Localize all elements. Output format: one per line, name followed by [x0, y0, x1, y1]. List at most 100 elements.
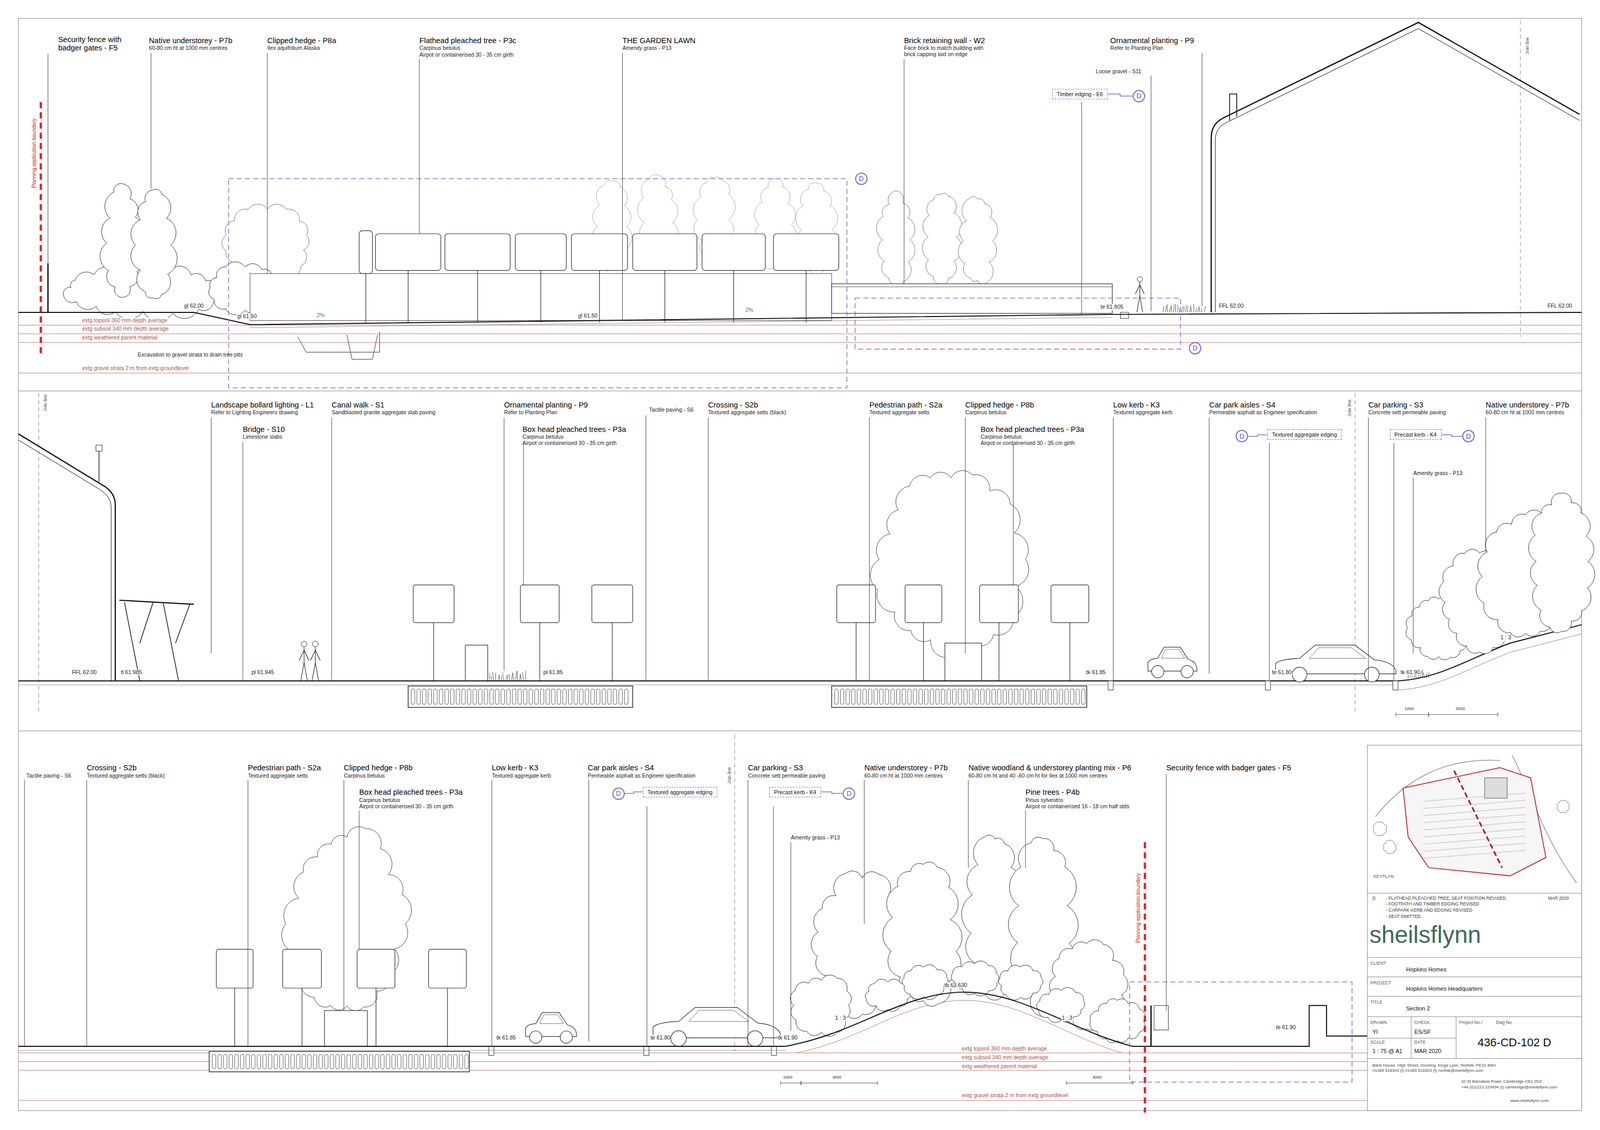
- callout-box: Textured aggregate edging: [643, 787, 718, 798]
- kerb: [1108, 680, 1114, 691]
- crate-cell: [307, 1054, 312, 1069]
- leader-line: [418, 59, 420, 234]
- callout-heading: Brick retaining wall - W2: [903, 36, 986, 46]
- crate-cell: [868, 689, 873, 705]
- dimension-label: 3000: [831, 1075, 843, 1081]
- crate-cell: [324, 1054, 329, 1069]
- box-head-tree-canopy: [592, 584, 634, 623]
- leader-line: [863, 779, 865, 924]
- title-field: CLIENT: [1370, 961, 1386, 966]
- callout-note: Pinus sylvestris: [1025, 797, 1064, 804]
- leader-line: [47, 54, 49, 264]
- dimension-tick: [1066, 1081, 1067, 1086]
- callout-heading: Low kerb - K3: [491, 764, 539, 773]
- level-annotation: pl 61.945: [251, 669, 275, 676]
- level-annotation: FFL 62.00: [1218, 303, 1244, 310]
- crate-cell: [374, 1054, 379, 1069]
- car-wheel: [1292, 667, 1307, 683]
- understorey-planting: [951, 961, 1000, 996]
- crate-cell: [613, 689, 618, 705]
- crate-cell: [529, 689, 533, 705]
- callout-note: Textured aggregate setts: [247, 772, 309, 780]
- address-text: 01485 518304 (t) 01485 518303 (f) norfol…: [1372, 1068, 1484, 1074]
- title-value: MAR 2020: [1414, 1047, 1442, 1055]
- soil-label: extg weathered parent material: [81, 334, 159, 342]
- callout-note: Carpinus betulus: [344, 772, 386, 780]
- crate-cell: [358, 1054, 362, 1069]
- level-annotation: FFL 62.00: [1546, 303, 1573, 310]
- revision-marker: D: [1188, 342, 1202, 355]
- soil-label: extg subsoil 340 mm depth average: [961, 1054, 1049, 1061]
- leader-line: [358, 810, 360, 950]
- callout-note: Tactile paving - S6: [26, 772, 72, 780]
- person-figure: [310, 647, 321, 681]
- crate-cell: [229, 1054, 233, 1069]
- ground-line: [18, 312, 1582, 325]
- paving-buildup: [18, 1050, 786, 1051]
- background-tree: [958, 196, 998, 285]
- box-head-tree-canopy: [216, 949, 254, 989]
- revision-note: - FOOTPATH AND TIMBER EDGING REVISED: [1385, 901, 1480, 907]
- crate-cell: [1064, 689, 1069, 705]
- keyplan-parking-row: [1423, 829, 1526, 838]
- car-wheel: [560, 1031, 573, 1044]
- understorey-planting: [998, 965, 1043, 1001]
- dimension-tick: [800, 1081, 802, 1086]
- title-field: PROJECT: [1370, 980, 1392, 986]
- person-figure: [299, 647, 310, 681]
- callout-note: 60-80 cm ht at 1000 mm centres: [149, 45, 228, 52]
- callout-heading: Crossing - S2b: [707, 401, 758, 410]
- car-window: [1309, 647, 1367, 659]
- edge-connector: [624, 792, 644, 794]
- title-rule: [1367, 1058, 1582, 1059]
- keyplan-parking-row: [1423, 821, 1526, 831]
- crate-cell: [408, 1054, 413, 1069]
- callout-note: Loose gravel - S11: [1095, 68, 1142, 75]
- kerb: [1393, 680, 1399, 691]
- callout-note: Face brick to match building with brick …: [903, 45, 991, 58]
- dimension-tick: [877, 1081, 878, 1086]
- tree-stem: [998, 622, 1000, 681]
- security-fence-post: [47, 263, 49, 313]
- callout-heading: Security fence with badger gates - F5: [58, 35, 142, 53]
- crate-cell: [473, 689, 477, 705]
- title-rule: [1367, 1038, 1457, 1039]
- crate-cell: [352, 1054, 357, 1069]
- callout-text: Precast kerb - K4: [1394, 431, 1437, 438]
- crate-cell: [551, 689, 556, 705]
- crate-cell: [568, 689, 572, 705]
- background-tree: [876, 190, 915, 285]
- tree-stem: [447, 988, 448, 1047]
- wall-lamp: [98, 449, 100, 482]
- level-annotation: 1 : 3: [1061, 1015, 1073, 1022]
- soil-stratum-line: [18, 333, 1582, 335]
- building-outline: [18, 439, 112, 681]
- crate-cell: [467, 689, 471, 705]
- level-annotation: tb 63.630: [943, 982, 968, 989]
- title-field: DATE: [1414, 1040, 1426, 1045]
- title-field: Project No./: [1459, 1020, 1483, 1026]
- callout-heading: Box head pleached trees - P3a: [522, 425, 626, 435]
- crate-cell: [439, 689, 443, 705]
- crate-cell: [436, 1054, 441, 1069]
- crate-cell: [257, 1054, 261, 1069]
- tree-stem: [375, 988, 377, 1047]
- revision-marker: D: [842, 787, 856, 800]
- keyplan-site-outline: [1402, 767, 1546, 876]
- native-understorey: [1089, 999, 1145, 1043]
- tree-stem: [733, 270, 734, 323]
- crate-cell: [212, 1054, 216, 1069]
- crate-cell: [302, 1054, 306, 1069]
- leader-line: [343, 779, 345, 1011]
- car-wheel: [1364, 667, 1380, 683]
- title-value: ES/SF: [1414, 1028, 1432, 1035]
- crate-cell: [453, 1054, 458, 1069]
- person-head: [312, 641, 319, 648]
- crate-cell: [545, 689, 550, 705]
- crate-cell: [851, 689, 856, 705]
- crate-cell: [1008, 689, 1013, 705]
- crate-cell: [601, 689, 606, 705]
- crate-cell: [411, 689, 415, 705]
- car-outline: [1275, 645, 1397, 674]
- callout-text: Precast kerb - K4: [774, 789, 817, 796]
